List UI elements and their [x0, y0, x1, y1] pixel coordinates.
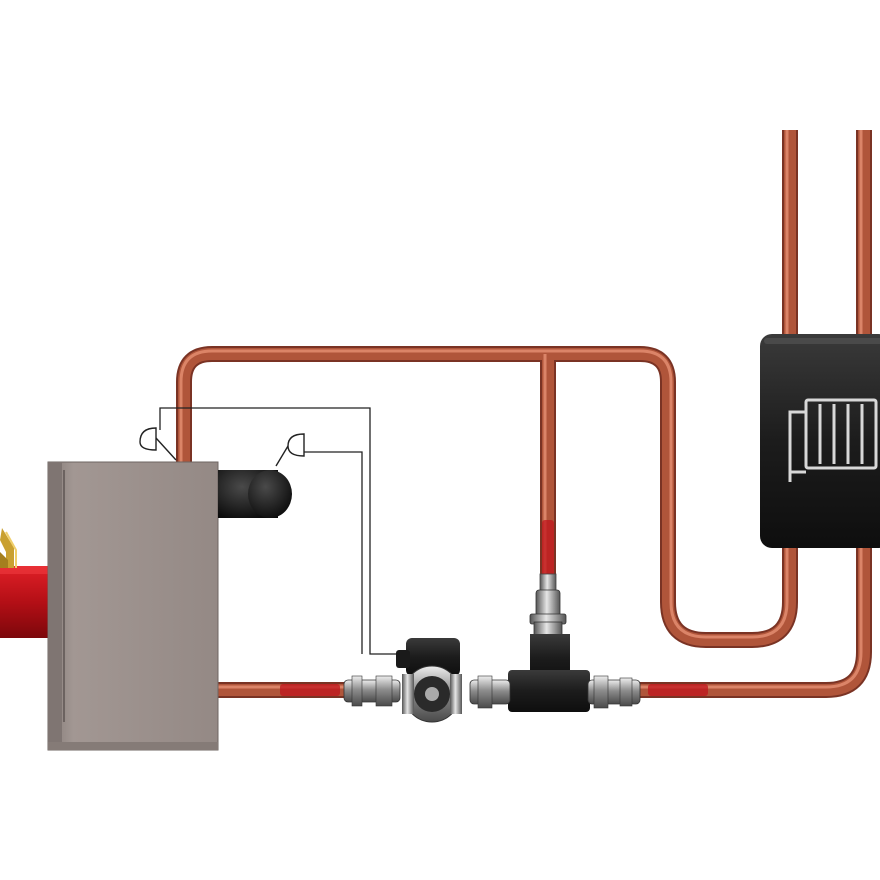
burner-unit	[0, 528, 48, 638]
hot-water-flow-indicator	[280, 520, 708, 696]
heat-exchanger-unit	[760, 334, 880, 548]
tee-fitting	[508, 634, 590, 712]
ball-valve-left	[343, 675, 401, 707]
temperature-sensor-left	[139, 427, 177, 461]
burner-nozzle-icon	[0, 528, 17, 568]
expansion-vessel	[218, 470, 292, 518]
temperature-sensor-right	[275, 433, 305, 467]
circulation-pump	[396, 638, 462, 723]
ball-valve-middle	[469, 675, 511, 709]
copper-pipe-network	[176, 130, 872, 698]
sensor-wiring	[159, 407, 400, 655]
ball-valve-vertical	[529, 573, 567, 637]
ball-valve-right	[587, 675, 641, 709]
boiler-unit	[47, 461, 219, 751]
radiator-icon	[788, 398, 878, 482]
